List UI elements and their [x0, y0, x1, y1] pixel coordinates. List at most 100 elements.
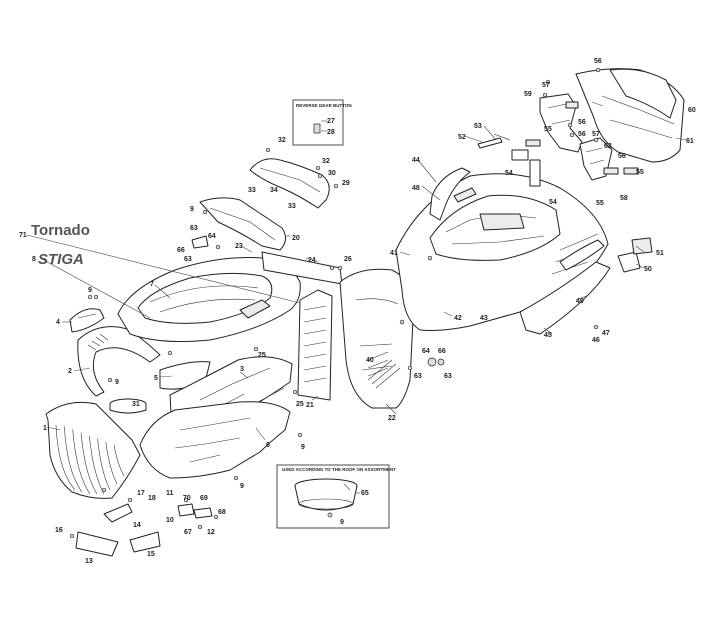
screw-icon	[567, 122, 573, 128]
screw-icon	[202, 209, 208, 215]
lower-body-part	[139, 401, 291, 479]
screw-icon	[333, 183, 339, 189]
screw-icon	[297, 432, 303, 438]
disc-part	[109, 398, 147, 414]
spring-part	[367, 359, 401, 389]
callout-label: 25	[258, 352, 266, 359]
callout-label: 32	[322, 158, 330, 165]
clip-part	[177, 503, 195, 517]
callout-label: 49	[576, 298, 584, 305]
screw-icon	[292, 389, 298, 395]
callout-label: 34	[270, 187, 278, 194]
tool-part	[493, 133, 511, 141]
callout-label: 32	[278, 137, 286, 144]
reflector-part	[617, 237, 653, 273]
callout-label: 16	[55, 527, 63, 534]
callout-label: 50	[644, 266, 652, 273]
callout-label: 33	[248, 187, 256, 194]
screw-icon	[327, 512, 333, 518]
callout-label: 48	[412, 185, 420, 192]
screw-icon	[197, 524, 203, 530]
headlight-bracket-part	[69, 308, 105, 333]
callout-label: 70	[183, 495, 191, 502]
callout-label: 65	[361, 490, 369, 497]
callout-label: 55	[636, 169, 644, 176]
screw-icon	[569, 132, 575, 138]
callout-label: 64	[208, 233, 216, 240]
callout-numbers: 1 2 3 4 5 6 7 8 9 9 9 9 9 9 10 11 12 13 …	[19, 58, 696, 565]
inset-title: USED ACCORDING TO THE ROOF ON ASSORTMENT	[282, 467, 396, 472]
clip-part	[193, 507, 213, 519]
screw-icon	[407, 365, 413, 371]
callout-label: 30	[328, 170, 336, 177]
callout-label: 66	[438, 348, 446, 355]
callout-label: 68	[218, 509, 226, 516]
latch-part	[511, 149, 529, 161]
bracket-part	[129, 531, 161, 553]
callout-label: 9	[88, 287, 92, 294]
stiga-decal: STIGA	[38, 251, 84, 268]
tool-part	[477, 137, 503, 149]
callout-label: 24	[308, 257, 316, 264]
screw-icon	[317, 173, 323, 179]
screw-icon	[233, 475, 239, 481]
callout-label: 44	[412, 157, 420, 164]
callout-label: 33	[288, 203, 296, 210]
callout-label: 57	[542, 82, 550, 89]
callout-label: 46	[592, 337, 600, 344]
screw-icon	[183, 497, 189, 503]
callout-label: 40	[366, 357, 374, 364]
screw-icon	[215, 244, 221, 250]
callout-label: 63	[444, 373, 452, 380]
callout-label: 58	[620, 195, 628, 202]
callout-label: 61	[686, 138, 694, 145]
callout-label: 63	[184, 256, 192, 263]
screw-icon	[399, 319, 405, 325]
inset-frame	[292, 99, 344, 146]
gear-button-part	[313, 123, 321, 134]
ring-edge	[298, 498, 354, 510]
stiga-label: STIGA	[38, 251, 84, 268]
callout-label: 9	[301, 444, 305, 451]
callout-label: 67	[184, 529, 192, 536]
callout-label: 7	[150, 281, 154, 288]
callout-label: 22	[388, 415, 396, 422]
rear-right-panel-part	[575, 68, 685, 163]
callout-label: 59	[524, 91, 532, 98]
callout-label: 9	[190, 206, 194, 213]
callout-label: 4	[56, 319, 60, 326]
callout-label: 55	[596, 200, 604, 207]
callout-label: 56	[594, 58, 602, 65]
knob-part	[437, 358, 445, 366]
callout-label: 45	[544, 332, 552, 339]
knob-part	[427, 357, 437, 367]
screw-icon	[101, 487, 107, 493]
callout-label: 60	[688, 107, 696, 114]
tornado-label: Tornado	[31, 222, 90, 239]
callout-label: 12	[207, 529, 215, 536]
pad-part	[623, 167, 639, 175]
screw-icon	[315, 165, 321, 171]
screw-icon	[329, 265, 335, 271]
callout-label: 1	[43, 425, 47, 432]
latch-part	[529, 159, 541, 187]
callout-label: 42	[454, 315, 462, 322]
screw-icon	[593, 324, 599, 330]
rear-handle-part	[429, 167, 477, 221]
callout-label: 6	[266, 442, 270, 449]
callout-label: 5	[154, 375, 158, 382]
callout-label: 18	[148, 495, 156, 502]
callout-label: 26	[344, 256, 352, 263]
center-tunnel-part	[261, 251, 343, 401]
callout-label: 28	[327, 129, 335, 136]
callout-label: 9	[240, 483, 244, 490]
callout-label: 29	[342, 180, 350, 187]
callout-label: 55	[544, 126, 552, 133]
callout-label: 71	[19, 232, 27, 239]
screw-icon	[545, 79, 551, 85]
small-parts	[75, 101, 639, 557]
screw-icon	[87, 294, 93, 300]
callout-label: 15	[147, 551, 155, 558]
screw-icon	[265, 147, 271, 153]
